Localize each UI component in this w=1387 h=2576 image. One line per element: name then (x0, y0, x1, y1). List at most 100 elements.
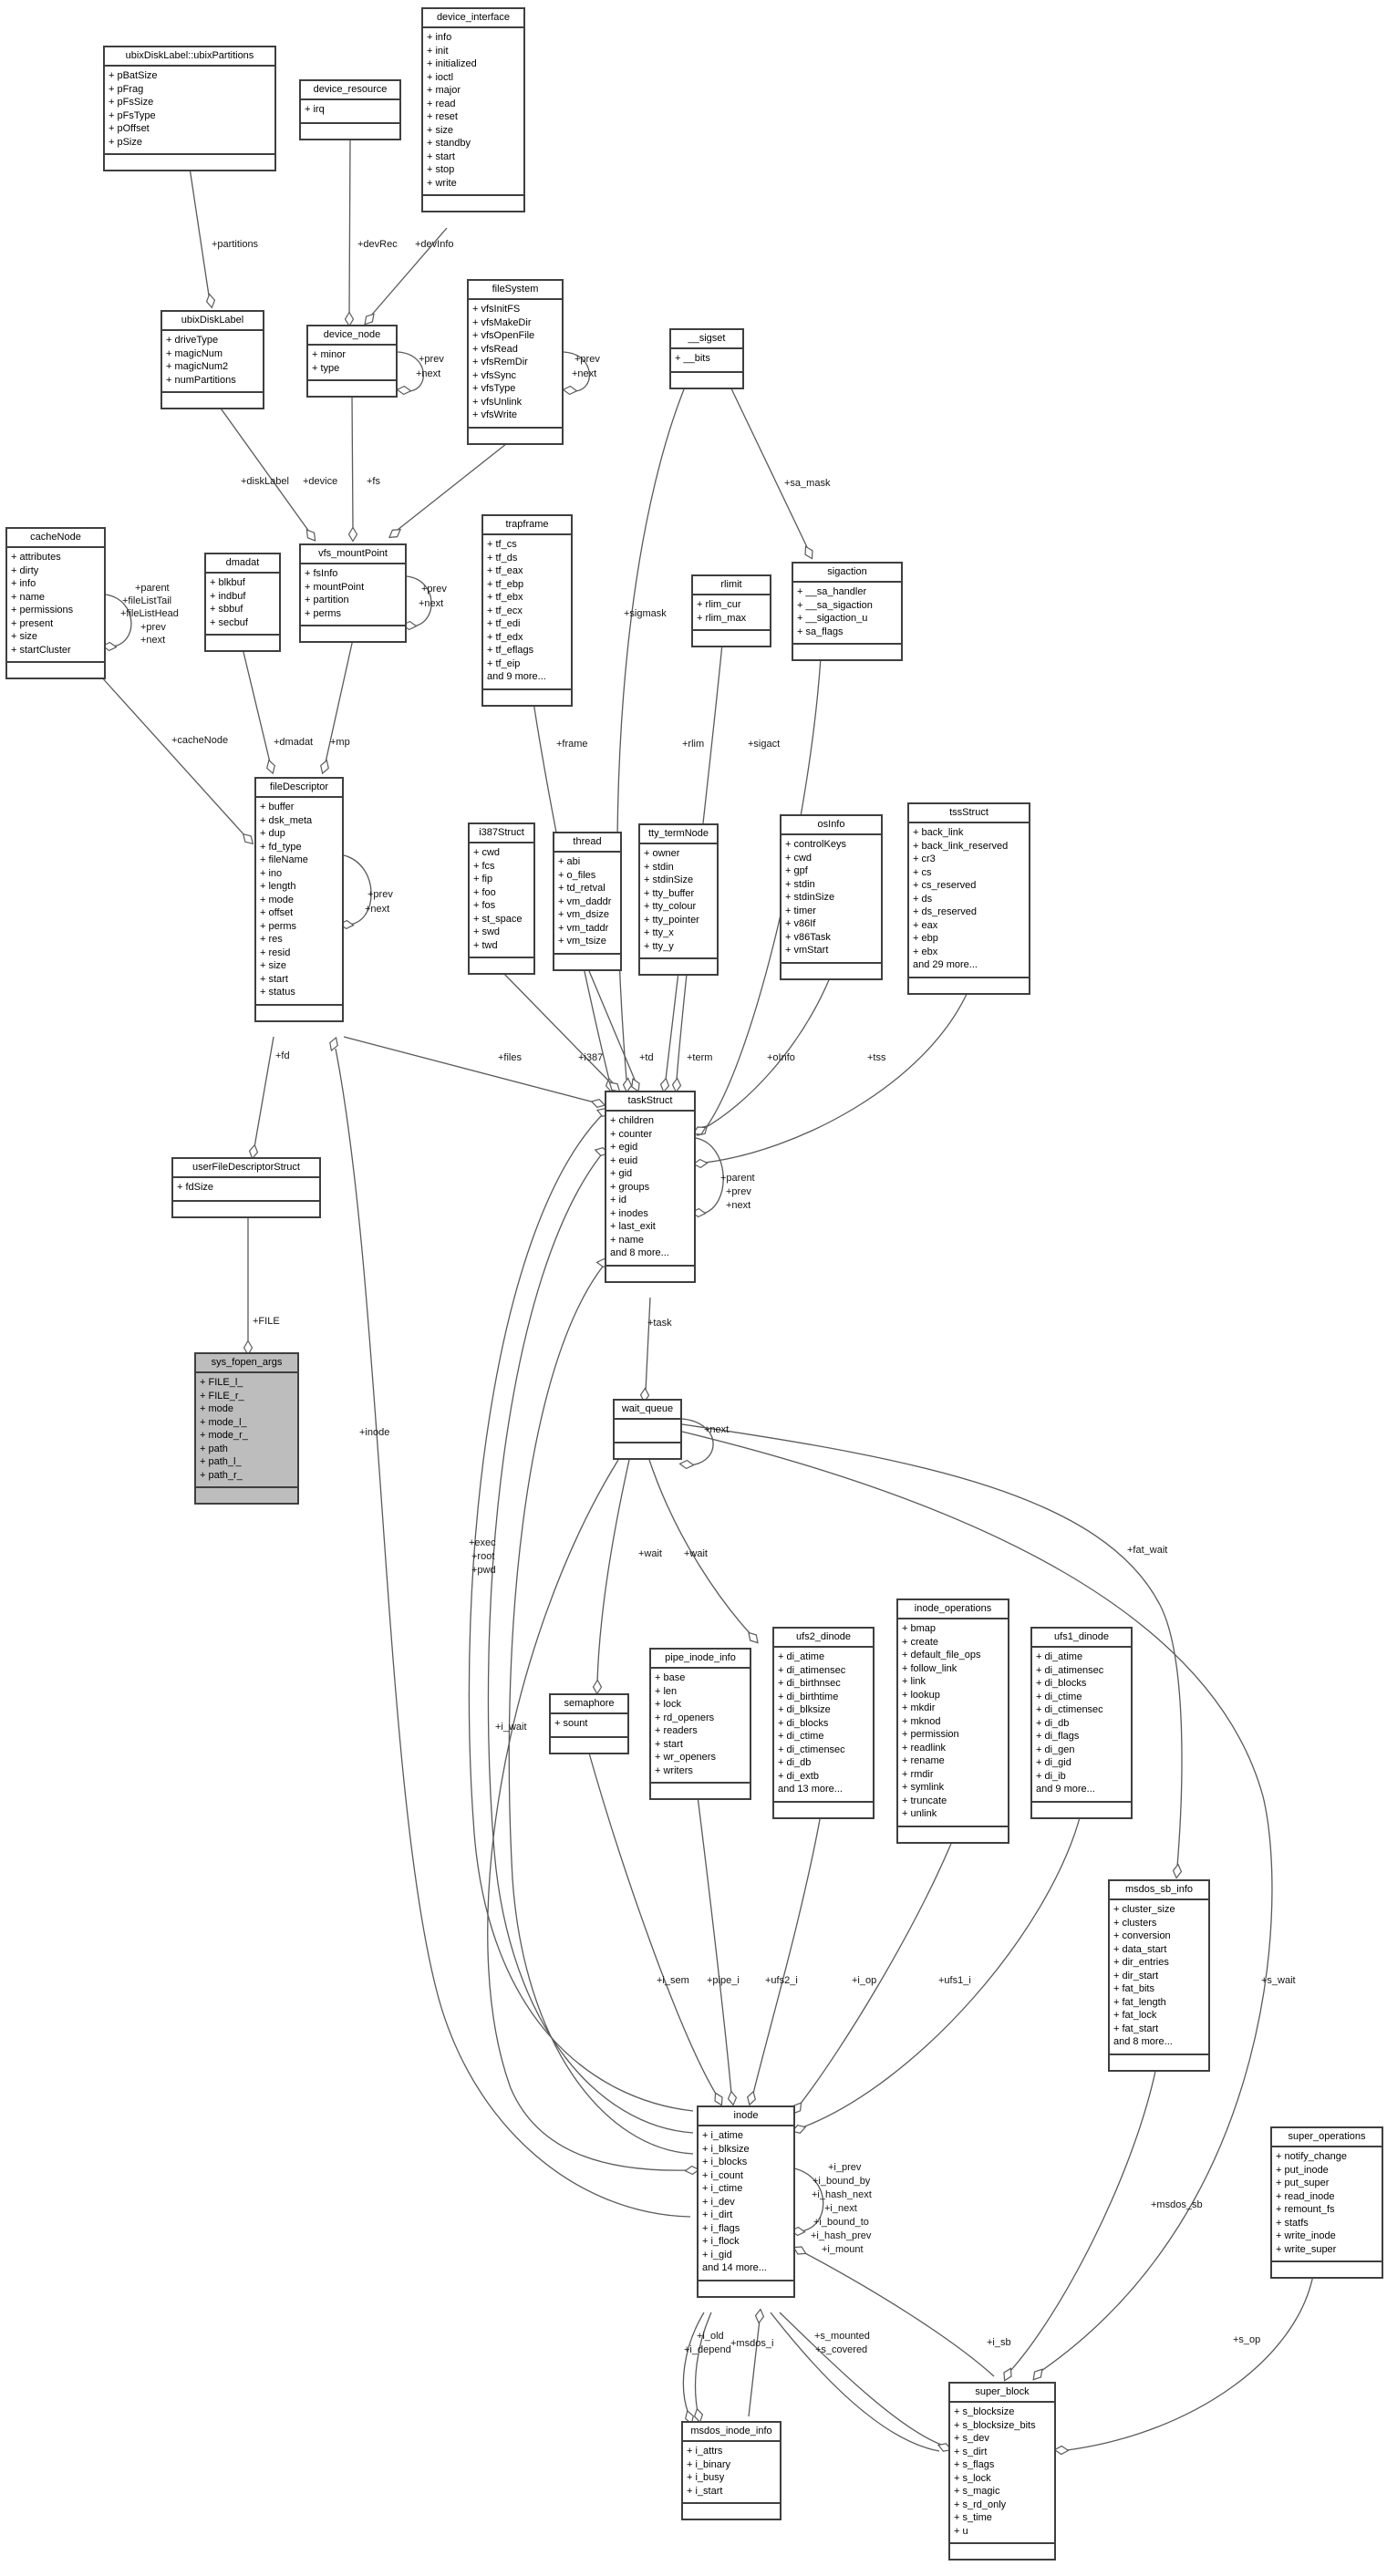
class-attribute: + unlink (902, 1808, 937, 1819)
class-attribute: and 8 more... (610, 1247, 669, 1258)
class-attribute: + rmdir (902, 1768, 934, 1780)
class-node-vfs_mountPoint[interactable]: vfs_mountPoint+ fsInfo+ mountPoint+ part… (299, 543, 407, 643)
class-attribute: + lookup (902, 1689, 940, 1701)
class-node-dmadat[interactable]: dmadat+ blkbuf+ indbuf+ sbbuf+ secbuf (204, 553, 281, 652)
class-node-ufs1_dinode[interactable]: ufs1_dinode+ di_atime+ di_atimensec+ di_… (1030, 1627, 1133, 1819)
class-node-device_node[interactable]: device_node+ minor+ type (306, 325, 398, 398)
class-attribute: + wr_openers (655, 1752, 716, 1763)
class-attribute: + tf_ebx (487, 592, 523, 603)
class-node-pipe_inode_info[interactable]: pipe_inode_info+ base+ len+ lock+ rd_ope… (649, 1648, 751, 1800)
class-node-fileDescriptor[interactable]: fileDescriptor+ buffer+ dsk_meta+ dup+ f… (254, 777, 344, 1022)
class-attribute: + gid (610, 1168, 633, 1179)
class-node-cacheNode[interactable]: cacheNode+ attributes+ dirty+ info+ name… (5, 527, 106, 679)
class-node-super_operations[interactable]: super_operations+ notify_change+ put_ino… (1270, 2126, 1383, 2279)
class-node-device_interface[interactable]: device_interface+ info+ init+ initialize… (421, 7, 525, 212)
class-attribute: + startCluster (11, 644, 71, 656)
edge-label-diskLabel: +diskLabel (241, 476, 289, 487)
class-attributes: + s_blocksize+ s_blocksize_bits+ s_dev+ … (950, 2403, 1054, 2544)
class-attribute: + pOffset (109, 123, 150, 134)
class-attribute: + di_birthtime (778, 1691, 839, 1702)
aggregation-diamond-icon (396, 385, 412, 396)
class-node-__sigset[interactable]: __sigset+ __bits (669, 328, 744, 389)
class-node-sigaction[interactable]: sigaction+ __sa_handler+ __sa_sigaction+… (792, 562, 903, 661)
class-attribute: + ino (260, 867, 283, 879)
edge-s_op (1066, 2274, 1314, 2451)
class-node-userFileDescriptorStruct[interactable]: userFileDescriptorStruct+ fdSize (171, 1157, 321, 1218)
class-node-taskStruct[interactable]: taskStruct+ children+ counter+ egid+ eui… (605, 1091, 696, 1283)
class-attribute: + back_link_reserved (913, 840, 1009, 852)
class-node-ufs2_dinode[interactable]: ufs2_dinode+ di_atime+ di_atimensec+ di_… (772, 1627, 875, 1819)
class-attribute: + read (427, 98, 456, 109)
class-methods-empty (1272, 2262, 1382, 2277)
class-attributes: + driveType+ magicNum+ magicNum2+ numPar… (162, 331, 263, 393)
edge-label-inode_self: +i_hash_next (812, 2189, 872, 2200)
class-attribute: + magicNum (166, 347, 223, 359)
edge-device_node_self (397, 351, 425, 392)
edge-label-inode_self: +i_hash_prev (811, 2230, 872, 2241)
class-node-semaphore[interactable]: semaphore+ sount (549, 1693, 629, 1754)
class-attribute: + init (427, 45, 449, 57)
class-attribute: + ioctl (427, 71, 454, 83)
class-attribute: + tf_eflags (487, 645, 534, 656)
class-attribute: + offset (260, 907, 294, 918)
class-node-msdos_inode_info[interactable]: msdos_inode_info+ i_attrs+ i_binary+ i_b… (681, 2421, 781, 2520)
class-attribute: + mode (260, 894, 294, 905)
class-attribute: + info (11, 578, 36, 589)
class-attribute: + start (260, 973, 288, 985)
class-node-ubixPartitions[interactable]: ubixDiskLabel::ubixPartitions+ pBatSize+… (103, 46, 276, 171)
aggregation-diamond-icon (305, 529, 316, 542)
class-methods-empty (308, 381, 396, 396)
class-attribute: + sbbuf (210, 604, 243, 615)
class-attributes: + sount (551, 1714, 627, 1738)
class-attribute: + dsk_meta (260, 814, 313, 826)
aggregation-diamond-icon (1032, 2368, 1043, 2381)
class-methods-empty (196, 1488, 297, 1503)
edge-taskStruct_self (695, 1137, 724, 1215)
aggregation-diamond-icon (388, 528, 402, 539)
edge-label-oInfo: +oInfo (767, 1052, 795, 1063)
class-attribute: + __sa_handler (797, 586, 867, 597)
class-attribute: + reset (427, 111, 458, 122)
class-node-osInfo[interactable]: osInfo+ controlKeys+ cwd+ gpf+ stdin+ st… (780, 814, 883, 980)
class-attribute: + perms (260, 920, 297, 932)
class-node-device_resource[interactable]: device_resource+ irq (299, 79, 401, 140)
class-attribute: + status (260, 987, 295, 998)
aggregation-diamond-icon (727, 2090, 738, 2106)
edge-i_sb (802, 2251, 995, 2377)
edge-label-root: +root (471, 1551, 495, 1562)
class-attribute: + FILE_r_ (200, 1390, 244, 1402)
edge-fat_wait (681, 1423, 1183, 1867)
class-attribute: + __sa_sigaction (797, 599, 873, 611)
class-attribute: + st_space (473, 913, 523, 925)
aggregation-diamond-icon (804, 545, 813, 560)
class-methods-empty (950, 2544, 1054, 2559)
class-node-inode_operations[interactable]: inode_operations+ bmap+ create+ default_… (896, 1598, 1009, 1844)
class-node-ubixDiskLabel[interactable]: ubixDiskLabel+ driveType+ magicNum+ magi… (160, 310, 264, 409)
class-node-rlimit[interactable]: rlimit+ rlim_cur+ rlim_max (691, 574, 771, 647)
class-attributes: + __sa_handler+ __sa_sigaction+ __sigact… (793, 583, 901, 645)
class-node-fileSystem[interactable]: fileSystem+ vfsInitFS+ vfsMakeDir+ vfsOp… (467, 279, 564, 445)
class-node-i387Struct[interactable]: i387Struct+ cwd+ fcs+ fip+ foo+ fos+ st_… (468, 822, 535, 975)
class-methods-empty (1032, 1803, 1131, 1817)
edge-ufs1_i (802, 1814, 1082, 2128)
class-node-msdos_sb_info[interactable]: msdos_sb_info+ cluster_size+ clusters+ c… (1108, 1879, 1210, 2072)
edge-td (586, 966, 636, 1081)
class-methods-empty (781, 964, 881, 978)
class-attribute: + v86Task (785, 931, 831, 943)
class-node-tssStruct[interactable]: tssStruct+ back_link+ back_link_reserved… (907, 802, 1030, 995)
class-attribute: + timer (785, 905, 816, 916)
class-methods-empty (774, 1803, 873, 1817)
class-node-wait_queue[interactable]: wait_queue (613, 1399, 682, 1460)
class-attribute: + cs_reserved (913, 880, 977, 891)
edge-fd (254, 1036, 274, 1148)
class-node-inode[interactable]: inode+ i_atime+ i_blksize+ i_blocks+ i_c… (697, 2105, 795, 2298)
class-node-thread[interactable]: thread+ abi+ o_files+ td_retval+ vm_dadd… (553, 832, 622, 971)
class-node-trapframe[interactable]: trapframe+ tf_cs+ tf_ds+ tf_eax+ tf_ebp+… (481, 514, 573, 707)
class-node-super_block[interactable]: super_block+ s_blocksize+ s_blocksize_bi… (948, 2382, 1056, 2560)
edge-label-device_node_self: +prev (419, 354, 444, 365)
class-node-tty_termNode[interactable]: tty_termNode+ owner+ stdin+ stdinSize+ t… (638, 823, 719, 976)
class-attribute: + major (427, 85, 461, 96)
class-node-sys_fopen_args[interactable]: sys_fopen_args+ FILE_l_+ FILE_r_+ mode+ … (194, 1352, 299, 1505)
class-attribute: + pBatSize (109, 70, 158, 81)
